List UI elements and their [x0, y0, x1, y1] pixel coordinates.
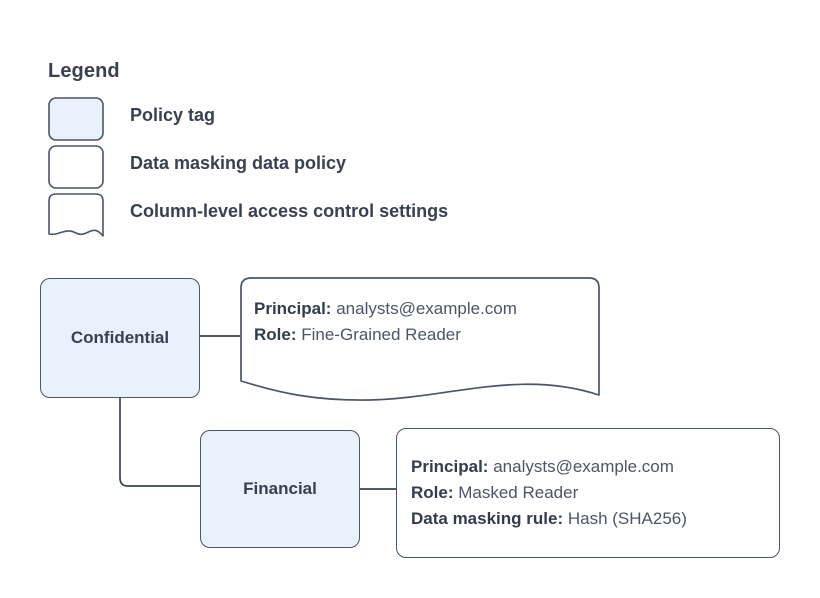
- callout-value-principal: analysts@example.com: [493, 457, 674, 476]
- data-policy-swatch-icon: [48, 145, 104, 189]
- node-financial-label: Financial: [243, 479, 317, 498]
- node-confidential[interactable]: Confidential: [40, 278, 200, 398]
- callout-confidential-settings[interactable]: Principal: analysts@example.com Role: Fi…: [240, 277, 602, 405]
- callout-value-role: Fine-Grained Reader: [301, 325, 461, 344]
- access-settings-swatch-icon: [48, 193, 104, 237]
- legend-swatch-data-policy: [48, 145, 106, 191]
- callout-key-role: Role:: [411, 483, 454, 502]
- legend-label-data-policy: Data masking data policy: [130, 153, 347, 173]
- callout-wavy-shape: [240, 277, 600, 401]
- callout-line-principal: Principal: analysts@example.com: [254, 296, 517, 322]
- node-confidential-label: Confidential: [70, 328, 170, 347]
- callout-financial-settings[interactable]: Principal: analysts@example.com Role: Ma…: [396, 428, 780, 558]
- callout-line-masking-rule: Data masking rule: Hash (SHA256): [411, 506, 687, 532]
- callout-key-role: Role:: [254, 325, 297, 344]
- callout-value-role: Masked Reader: [458, 483, 579, 502]
- legend-title: Legend: [48, 60, 120, 82]
- legend-label-policy-tag: Policy tag: [130, 105, 216, 125]
- callout-key-principal: Principal:: [411, 457, 489, 476]
- callout-value-principal: analysts@example.com: [336, 299, 517, 318]
- legend-swatch-policy-tag: [48, 97, 106, 143]
- callout-key-principal: Principal:: [254, 299, 332, 318]
- node-financial[interactable]: Financial: [200, 430, 360, 548]
- policy-tag-swatch-icon: [48, 97, 104, 141]
- legend-label-access-settings: Column-level access control settings: [130, 201, 449, 221]
- callout-line-role: Role: Fine-Grained Reader: [254, 322, 461, 348]
- callout-value-masking-rule: Hash (SHA256): [567, 509, 687, 528]
- callout-line-principal: Principal: analysts@example.com: [411, 454, 674, 480]
- legend-swatch-access-settings: [48, 193, 106, 239]
- edge-confidential-to-financial: [119, 398, 200, 487]
- callout-line-role: Role: Masked Reader: [411, 480, 578, 506]
- callout-key-masking-rule: Data masking rule:: [411, 509, 564, 528]
